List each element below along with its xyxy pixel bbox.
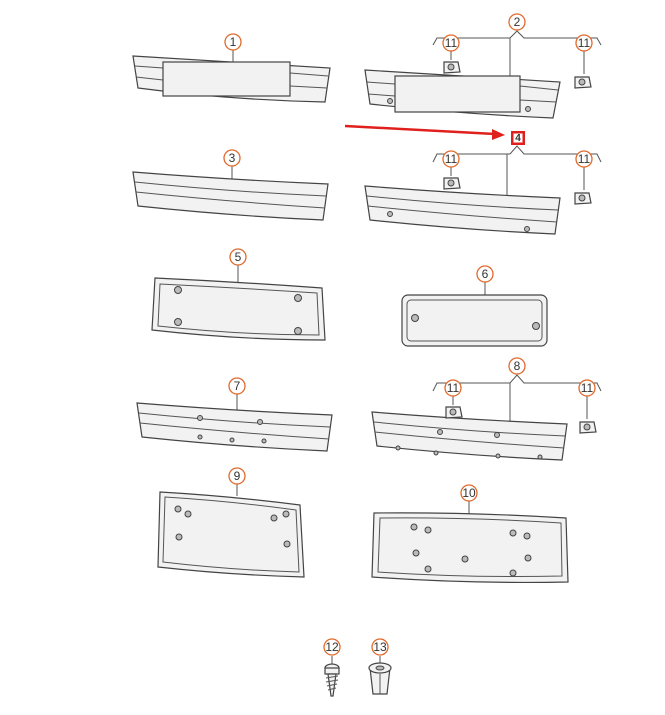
callout-8: 8	[514, 359, 521, 373]
callout-11: 11	[578, 152, 591, 166]
part-2-grille-assembly[interactable]: 2 11 11	[364, 13, 602, 119]
part-5-license-plate-bracket[interactable]: 5	[151, 248, 326, 341]
part-3-grille[interactable]: 3	[132, 149, 329, 221]
callout-11: 11	[581, 381, 594, 395]
callout-5: 5	[235, 250, 242, 264]
callout-6: 6	[482, 267, 489, 281]
callout-11: 11	[445, 36, 458, 50]
callout-12: 12	[325, 640, 339, 654]
part-10-license-plate-bracket[interactable]: 10	[371, 484, 569, 584]
part-6-license-plate-bracket[interactable]: 6	[401, 265, 548, 347]
callout-1: 1	[230, 35, 237, 49]
callout-9: 9	[234, 469, 241, 483]
callout-3: 3	[229, 151, 236, 165]
callout-11: 11	[447, 381, 460, 395]
callout-4: 4	[515, 133, 521, 144]
part-9-license-plate-bracket[interactable]: 9	[157, 467, 305, 578]
callout-2: 2	[514, 15, 521, 29]
highlight-arrow	[344, 124, 505, 140]
callout-11: 11	[445, 152, 458, 166]
part-1-grille-with-plate-recess[interactable]: 1	[132, 33, 331, 103]
callout-11: 11	[578, 36, 591, 50]
part-8-grille-assembly[interactable]: 8 11 11	[371, 357, 602, 461]
callout-7: 7	[234, 379, 241, 393]
callout-13: 13	[373, 640, 387, 654]
part-4-grille-assembly-highlighted[interactable]: 4 11 11	[364, 131, 602, 235]
callout-10: 10	[462, 486, 476, 500]
part-13-nut[interactable]: 13	[368, 638, 392, 695]
part-7-grille[interactable]: 7	[136, 377, 333, 452]
part-12-screw[interactable]: 12	[323, 638, 341, 697]
